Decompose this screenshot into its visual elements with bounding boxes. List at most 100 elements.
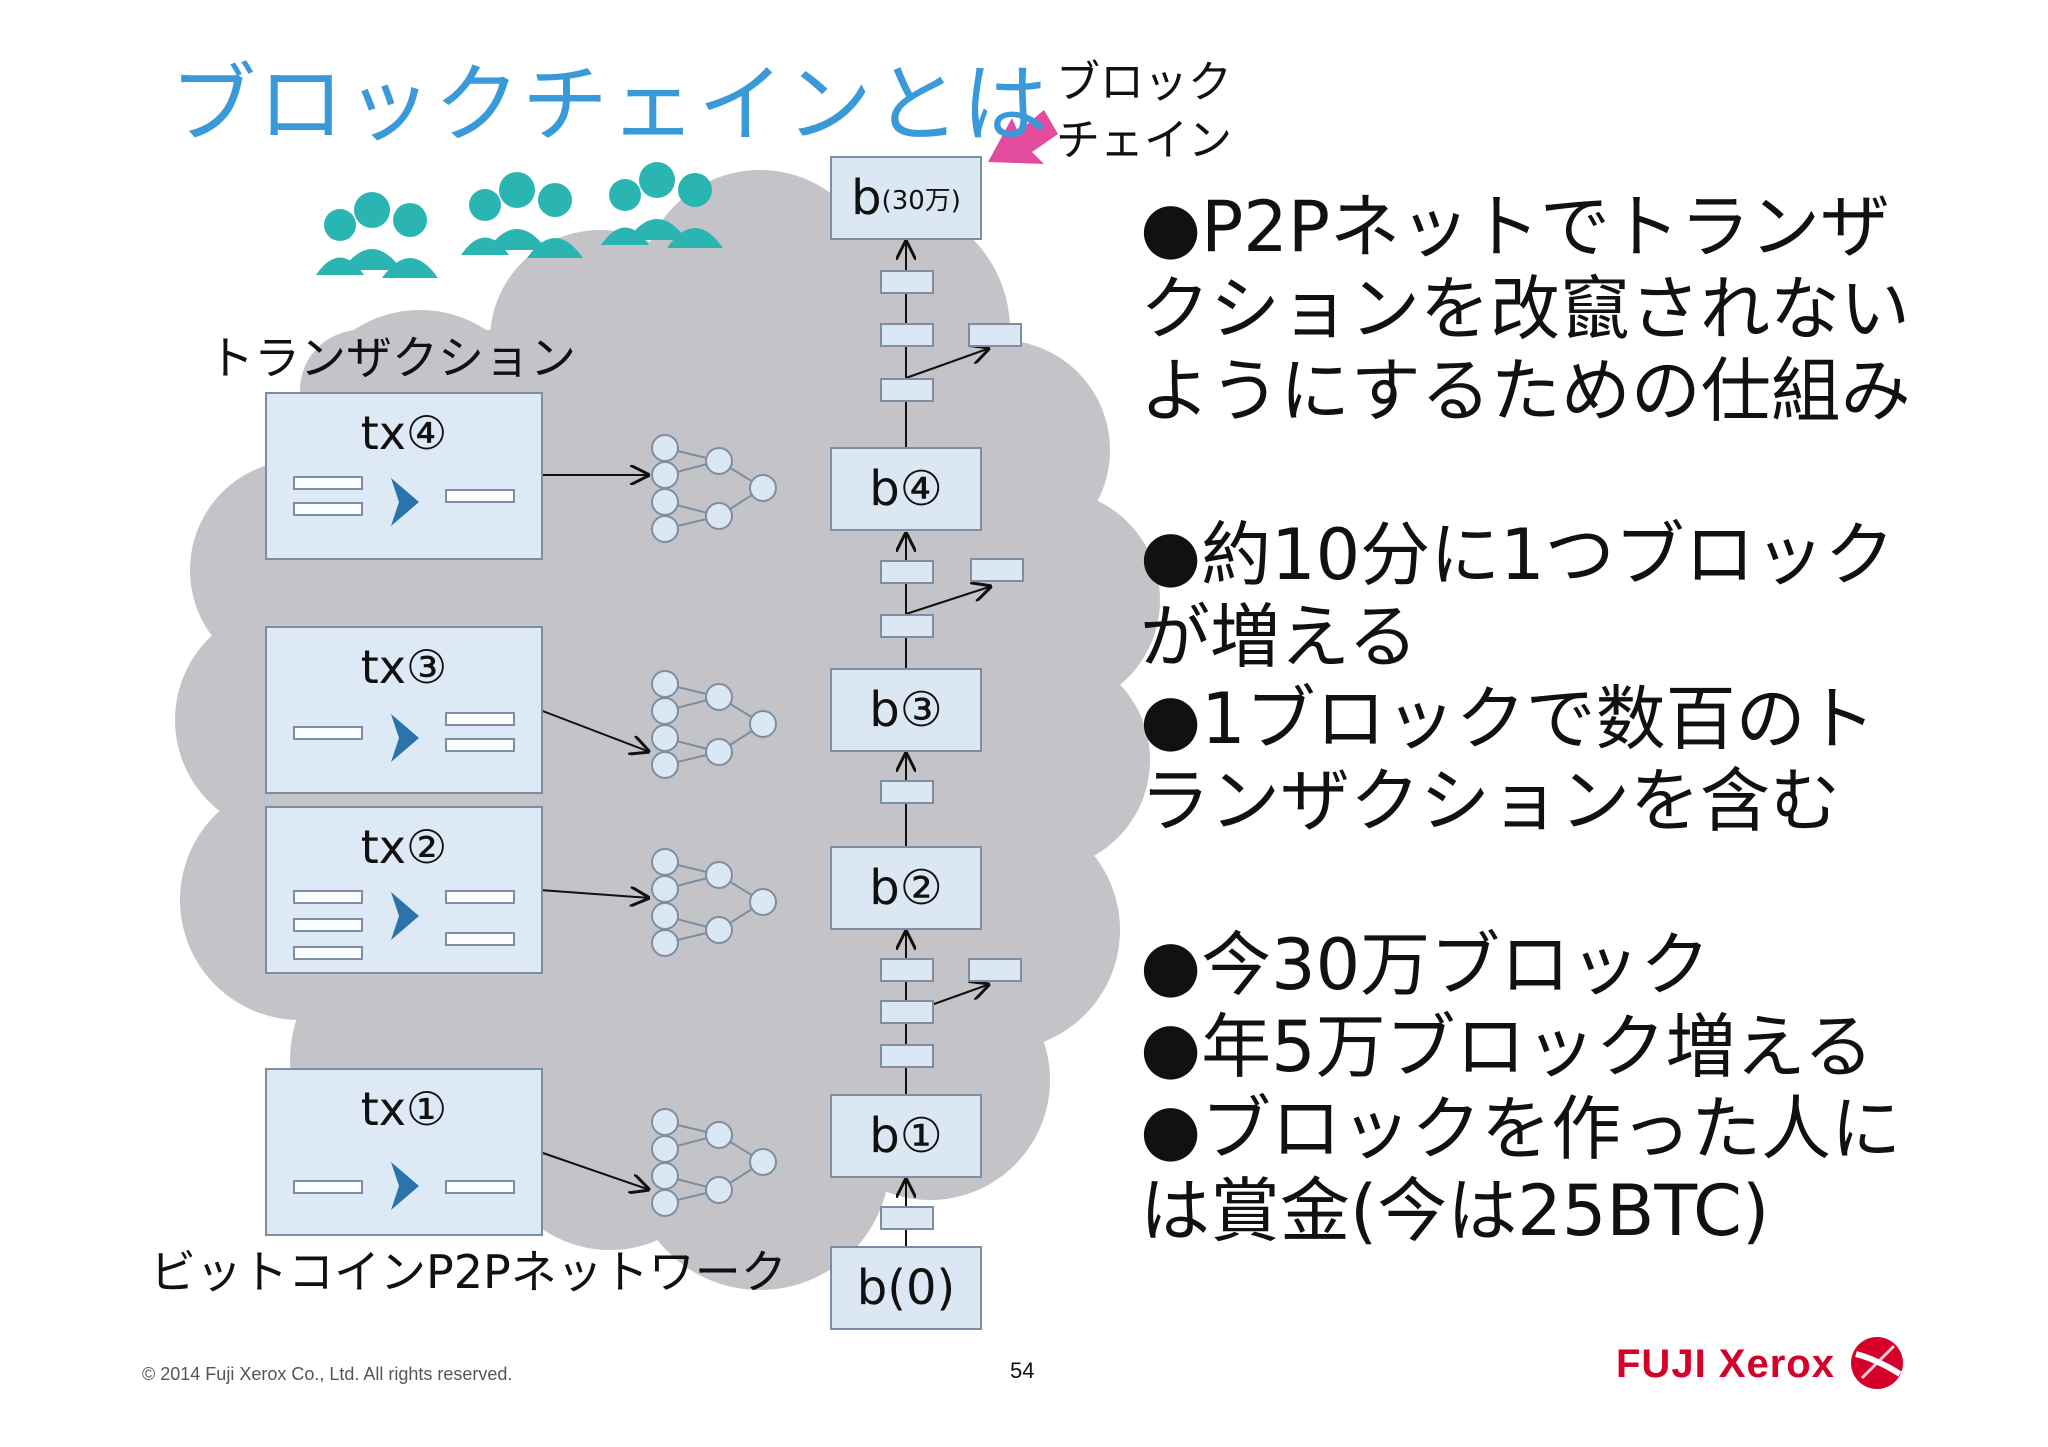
- tree-node: [651, 929, 679, 957]
- input-line: [293, 1180, 363, 1194]
- fuji-xerox-logo: FUJI Xerox: [1616, 1342, 1835, 1386]
- bullet-line: ●P2Pネットでトランザ: [1140, 186, 1891, 268]
- transfer-arrow-icon: [391, 714, 419, 762]
- tree-node: [651, 515, 679, 543]
- input-line: [293, 918, 363, 932]
- chain-block: [880, 378, 934, 402]
- tree-node: [651, 875, 679, 903]
- tx-label: tx②: [360, 820, 448, 874]
- input-line: [293, 502, 363, 516]
- block-4: b④: [830, 447, 982, 531]
- transfer-arrow-icon: [391, 478, 419, 526]
- fork-block: [968, 323, 1022, 347]
- transfer-arrow-icon: [391, 1162, 419, 1210]
- fork-block: [968, 958, 1022, 982]
- tree-node: [705, 916, 733, 944]
- blockchain-callout: ブロック チェイン: [1056, 54, 1232, 170]
- tree-node: [651, 1135, 679, 1163]
- tree-node: [705, 502, 733, 530]
- tree-node: [651, 488, 679, 516]
- tx-box-1: tx①: [265, 1068, 543, 1236]
- tree-root: [749, 474, 777, 502]
- transfer-arrow-icon: [391, 892, 419, 940]
- chain-block: [880, 1206, 934, 1230]
- tree-node: [705, 447, 733, 475]
- block-300k: b(30万): [830, 156, 982, 240]
- block-3: b③: [830, 668, 982, 752]
- merkle-trees: [651, 434, 777, 1217]
- chain-block: [880, 270, 934, 294]
- chain-block: [880, 614, 934, 638]
- tree-node: [651, 461, 679, 489]
- tree-node: [651, 848, 679, 876]
- callout-arrow-icon: [988, 110, 1058, 164]
- tree-node: [705, 1176, 733, 1204]
- bullet-line: は賞金(今は25BTC): [1140, 1170, 1770, 1252]
- xerox-ball-icon: [1851, 1337, 1903, 1389]
- input-line: [293, 890, 363, 904]
- output-line: [445, 890, 515, 904]
- tree-node: [651, 697, 679, 725]
- network-label: ビットコインP2Pネットワーク: [150, 1245, 787, 1299]
- block-300k-sub: (30万): [881, 185, 961, 216]
- tree-node: [651, 670, 679, 698]
- input-line: [293, 946, 363, 960]
- copyright: © 2014 Fuji Xerox Co., Ltd. All rights r…: [142, 1364, 513, 1384]
- output-line: [445, 738, 515, 752]
- tx-label: tx③: [360, 640, 448, 694]
- tree-node: [651, 434, 679, 462]
- tree-node: [651, 724, 679, 752]
- tree-node: [651, 1108, 679, 1136]
- bullet-line: クションを改竄されない: [1140, 268, 1910, 350]
- chain-block: [880, 323, 934, 347]
- chain-block: [880, 560, 934, 584]
- tree-root: [749, 1148, 777, 1176]
- callout-line-1: ブロック: [1056, 57, 1232, 108]
- bullet-line: ランザクションを含む: [1140, 760, 1840, 842]
- tree-root: [749, 888, 777, 916]
- transaction-heading: トランザクション: [208, 331, 576, 385]
- tree-node: [651, 751, 679, 779]
- output-line: [445, 1180, 515, 1194]
- tree-node: [705, 738, 733, 766]
- chain-block: [880, 780, 934, 804]
- tree-node: [651, 902, 679, 930]
- bullet-group-2: ●約10分に1つブロック が増える ●1ブロックで数百のト ランザクションを含む: [1140, 514, 2030, 842]
- chain-block: [880, 1000, 934, 1024]
- page-number: 54: [1010, 1358, 1035, 1383]
- block-2: b②: [830, 846, 982, 930]
- tree-node: [705, 861, 733, 889]
- tree-node: [651, 1189, 679, 1217]
- tree-node: [651, 1162, 679, 1190]
- chain-block: [880, 958, 934, 982]
- bullet-list: ●P2Pネットでトランザ クションを改竄されない ようにするための仕組み ●約1…: [1140, 186, 2030, 1334]
- bullet-line: ●今30万ブロック: [1140, 924, 1711, 1006]
- people-icon: [316, 162, 723, 278]
- tx-box-2: tx②: [265, 806, 543, 974]
- bullet-line: が増える: [1140, 596, 1418, 678]
- bullet-line: ●年5万ブロック増える: [1140, 1006, 1874, 1088]
- output-line: [445, 712, 515, 726]
- fork-block: [970, 558, 1024, 582]
- tree-root: [749, 710, 777, 738]
- tx-label: tx④: [360, 406, 448, 460]
- tree-node: [705, 1121, 733, 1149]
- output-line: [445, 932, 515, 946]
- bullet-line: ●約10分に1つブロック: [1140, 514, 1895, 596]
- output-line: [445, 489, 515, 503]
- bullet-line: ●1ブロックで数百のト: [1140, 678, 1876, 760]
- bullet-group-3: ●今30万ブロック ●年5万ブロック増える ●ブロックを作った人に は賞金(今は…: [1140, 924, 2030, 1252]
- bullet-line: ようにするための仕組み: [1140, 350, 1911, 432]
- block-0: b(0): [830, 1246, 982, 1330]
- bullet-line: ●ブロックを作った人に: [1140, 1088, 1902, 1170]
- block-300k-main: b: [851, 170, 882, 226]
- input-line: [293, 726, 363, 740]
- block-1: b①: [830, 1094, 982, 1178]
- tree-node: [705, 683, 733, 711]
- page-title: ブロックチェインとは: [170, 55, 1050, 155]
- tx-box-4: tx④: [265, 392, 543, 560]
- tx-label: tx①: [360, 1082, 448, 1136]
- bullet-group-1: ●P2Pネットでトランザ クションを改竄されない ようにするための仕組み: [1140, 186, 2030, 432]
- input-line: [293, 476, 363, 490]
- tx-box-3: tx③: [265, 626, 543, 794]
